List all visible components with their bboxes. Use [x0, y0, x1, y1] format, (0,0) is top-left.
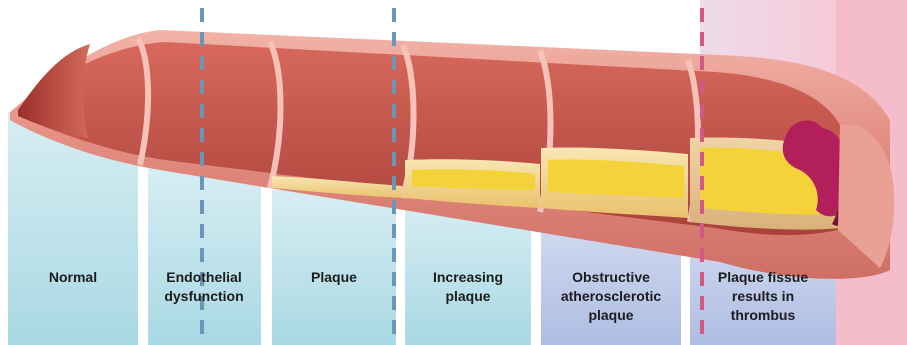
- plaque-increasing-core: [412, 169, 535, 190]
- stage-label-obstructive: Obstructive atherosclerotic plaque: [551, 268, 671, 325]
- stage-label-normal: Normal: [13, 268, 133, 287]
- panel-endothelial: [148, 168, 261, 345]
- stage-label-endothelial: Endothelial dysfunction: [144, 268, 264, 306]
- stage-label-increasing: Increasing plaque: [408, 268, 528, 306]
- plaque-obstructive-core: [548, 159, 684, 198]
- stage-label-thrombus: Plaque fissue results in thrombus: [703, 268, 823, 325]
- stage-label-plaque: Plaque: [274, 268, 394, 287]
